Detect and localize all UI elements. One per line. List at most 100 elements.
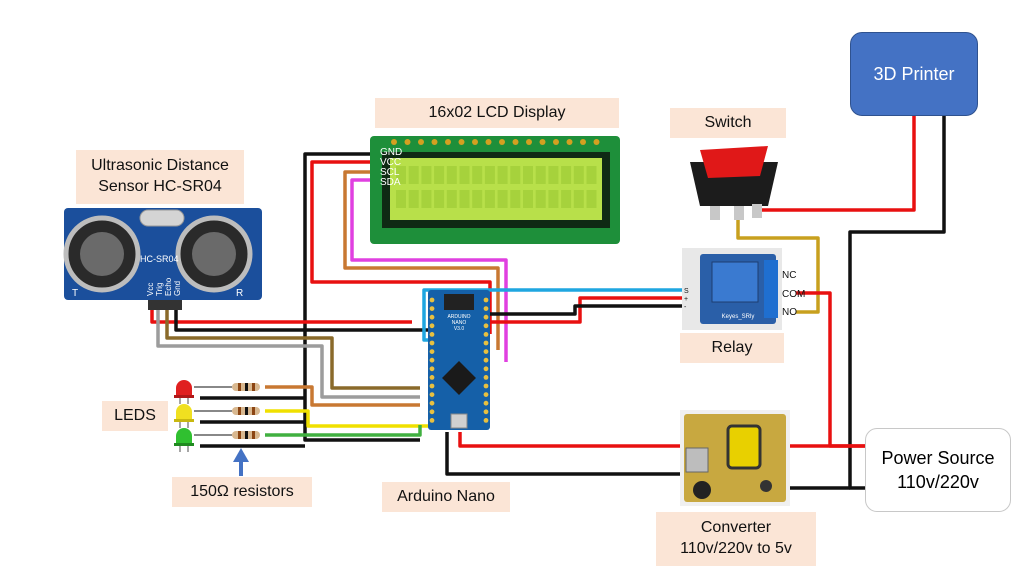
lcd-char-cell: [548, 166, 559, 184]
nano-pin: [483, 418, 489, 423]
sensor-pin-gnd: Gnd: [173, 281, 182, 296]
lcd-header-pin: [391, 139, 397, 145]
nano-pin: [429, 306, 435, 311]
relay-pin-s: S: [684, 288, 689, 295]
lcd-char-cell: [586, 190, 597, 208]
lcd-char-cell: [472, 166, 483, 184]
nano-pin: [483, 375, 489, 380]
sensor-r-silk: R: [236, 288, 243, 299]
lcd-char-cell: [459, 190, 470, 208]
converter-capacitor-2: [760, 480, 772, 492]
lcd-header-pin: [431, 139, 438, 145]
lcd-header-pin: [485, 139, 492, 145]
led-yellow: [174, 404, 194, 428]
lcd-header-pin: [418, 139, 424, 145]
nano-pin: [483, 314, 489, 320]
converter-usb: [685, 447, 709, 473]
relay-pin-minus: -: [684, 304, 687, 311]
nano-pin: [483, 357, 489, 363]
lcd-char-cell: [396, 190, 406, 208]
nano-pin: [483, 392, 489, 397]
switch-terminal-2: [734, 206, 744, 220]
wire-relay-gnd: [490, 304, 686, 316]
nano-pin-rows: [429, 297, 489, 423]
arduino-nano: ARDUINO NANO V3.0: [428, 290, 490, 430]
lcd-char-cell: [434, 166, 445, 184]
lcd-header-pin: [539, 139, 546, 145]
lcd-char-cell: [484, 166, 495, 184]
wire-sensor-echo: [165, 300, 420, 390]
lcd-char-cell: [573, 166, 584, 184]
leds-label: LEDS: [102, 401, 168, 431]
sensor-header: [148, 300, 182, 310]
nano-pin: [429, 375, 435, 380]
resistor-1: [232, 383, 260, 391]
lcd-header-pins: [391, 139, 600, 145]
nano-pin: [483, 400, 489, 406]
nano-pin: [429, 366, 435, 372]
lcd-char-cell: [548, 190, 559, 208]
lcd-char-cell: [484, 190, 495, 208]
lcd-char-cell: [561, 190, 572, 208]
lcd-char-cell: [421, 190, 432, 208]
nano-pin: [483, 297, 489, 303]
converter-label-line1: Converter: [700, 519, 772, 537]
relay-pin-no: NO: [782, 307, 797, 318]
resistor-2: [232, 407, 260, 415]
wire-relay-vcc: [490, 296, 686, 324]
lcd-char-cell: [396, 166, 406, 184]
lcd-char-cell: [510, 166, 521, 184]
nano-pin: [483, 332, 489, 337]
power-source-box: Power Source 110v/220v: [865, 428, 1011, 512]
nano-pin: [429, 383, 435, 389]
wire-led-green: [265, 425, 422, 437]
resistor-arrow: [233, 448, 249, 476]
lcd-char-cell: [421, 166, 432, 184]
led-red: [174, 380, 194, 404]
lcd-header-pin: [404, 139, 411, 145]
relay-pin-nc: NC: [782, 270, 796, 281]
lcd-header-pin: [512, 139, 519, 145]
nano-pin: [483, 349, 489, 354]
lcd-char-cell: [561, 166, 572, 184]
lcd-header-pin: [499, 139, 505, 145]
wire-converter-arduino-black: [445, 432, 686, 476]
wire-converter-arduino-red: [458, 432, 686, 448]
lcd-char-cell: [459, 166, 470, 184]
sensor-label-line1: Ultrasonic Distance: [91, 157, 229, 175]
lcd-char-cell: [535, 190, 546, 208]
lcd-char-cell: [434, 190, 445, 208]
wire-switch-printer: [760, 112, 916, 212]
nano-pin: [429, 409, 435, 415]
lcd-char-cell: [523, 190, 533, 208]
lcd-label: 16x02 LCD Display: [375, 98, 619, 128]
converter-capacitor: [693, 481, 711, 499]
resistors-label: 150Ω resistors: [172, 477, 312, 507]
nano-pin: [429, 332, 435, 337]
lcd-char-cell: [573, 190, 584, 208]
nano-pin: [429, 340, 435, 346]
nano-pin: [483, 409, 489, 415]
lcd-char-cell: [446, 166, 457, 184]
nano-pin: [483, 323, 489, 329]
wire-lcd-scl: [343, 170, 500, 350]
rocker-switch: [690, 146, 778, 220]
lcd-header-pin: [593, 139, 600, 145]
nano-board: [428, 290, 490, 430]
lcd-char-cell: [472, 190, 483, 208]
lcd-char-cell: [535, 166, 546, 184]
nano-pin: [429, 400, 435, 406]
lcd-pin-scl: SCL: [380, 167, 400, 178]
nano-pin: [429, 297, 435, 303]
ultrasonic-sensor: HC-SR04 T R Vcc Trig Echo Gnd: [63, 208, 262, 310]
power-source-line2: 110v/220v: [897, 472, 979, 492]
nano-pin: [483, 306, 489, 311]
nano-brand-silk: ARDUINO: [447, 314, 470, 320]
relay-label: Relay: [680, 333, 784, 363]
switch-rocker: [700, 146, 768, 178]
relay-pin-plus: +: [684, 296, 688, 303]
printer-box: 3D Printer: [850, 32, 978, 116]
wire-sensor-trig: [156, 300, 420, 399]
converter-label-line2: 110v/220v to 5v: [680, 540, 792, 557]
